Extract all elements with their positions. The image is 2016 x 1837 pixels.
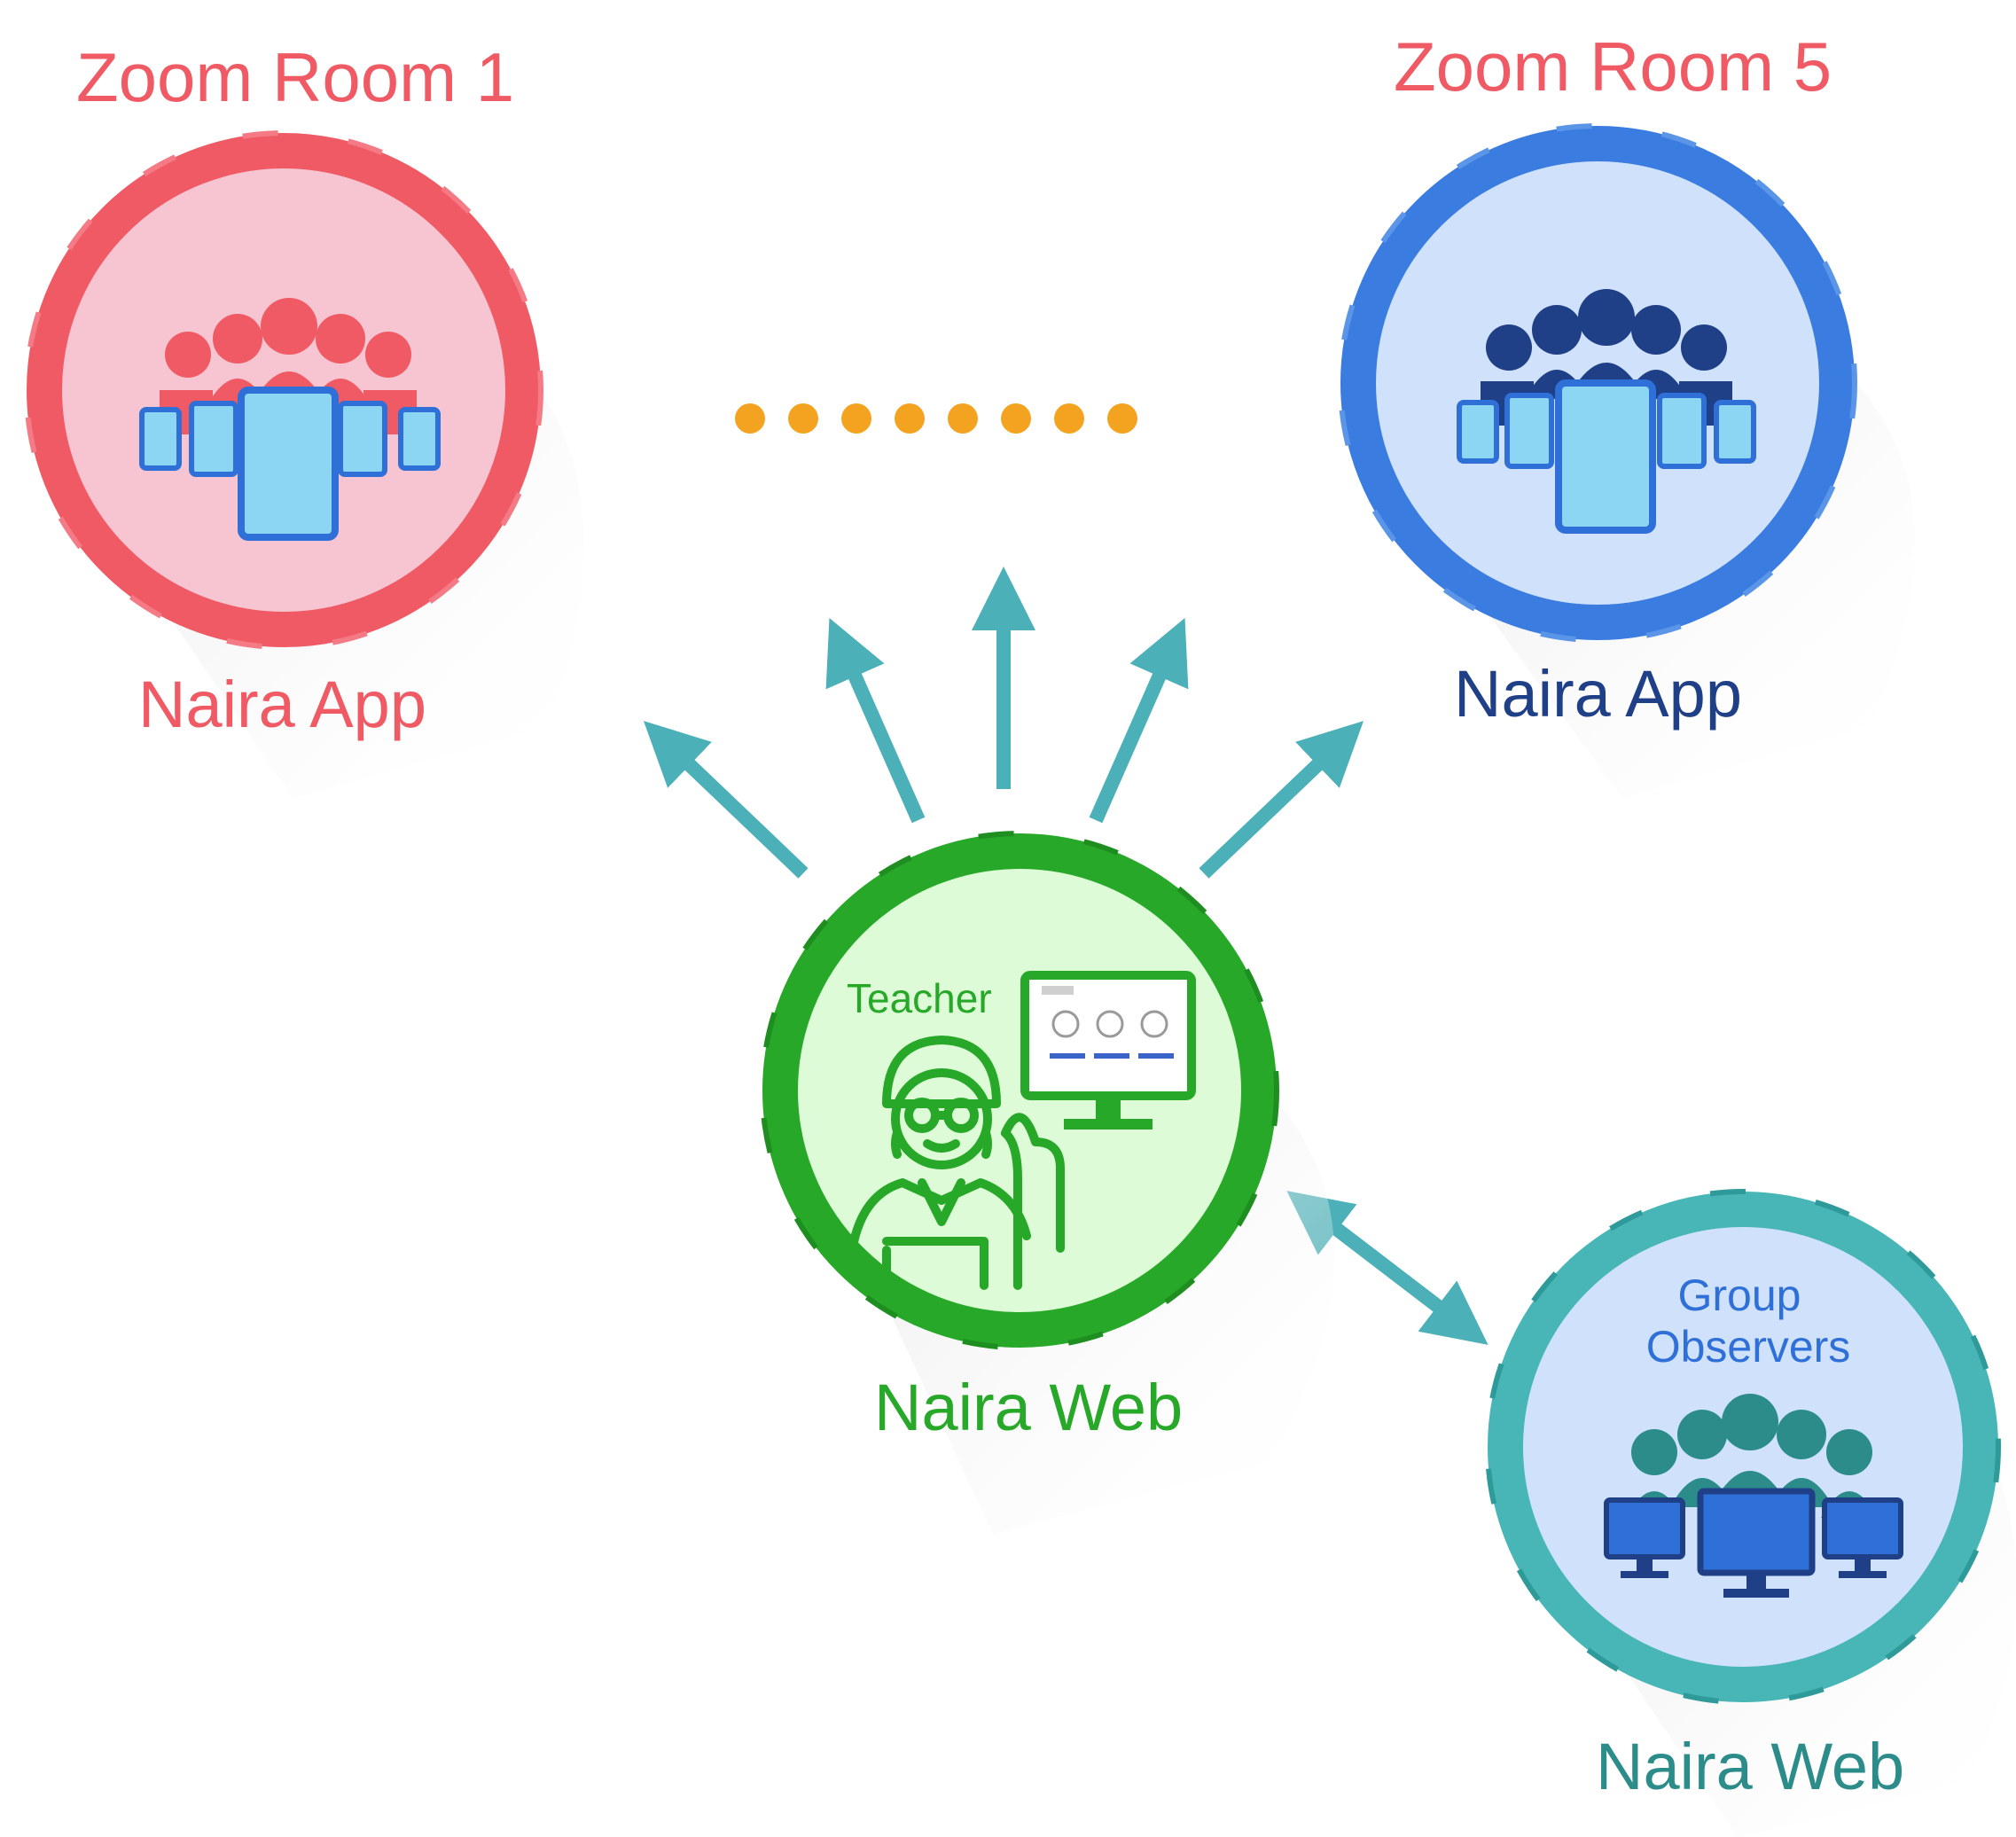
room1-caption: Naira App bbox=[138, 668, 426, 741]
observers-label-line2: Observers bbox=[1646, 1322, 1851, 1372]
room1-node bbox=[24, 130, 584, 798]
mobile-devices-icon bbox=[1457, 379, 1756, 534]
room5-caption: Naira App bbox=[1454, 657, 1742, 731]
observers-node: Group Observers bbox=[1485, 1189, 2016, 1837]
monitor-icon bbox=[1020, 971, 1196, 1130]
bidirectional-arrow bbox=[1286, 1191, 1489, 1345]
observers-caption: Naira Web bbox=[1596, 1730, 1905, 1803]
desktop-computers-icon bbox=[1604, 1488, 1903, 1598]
ellipsis-dots bbox=[735, 403, 1137, 434]
observers-label-line1: Group bbox=[1678, 1270, 1801, 1320]
room5-node bbox=[1338, 123, 1915, 798]
teacher-caption: Naira Web bbox=[874, 1371, 1184, 1444]
room1-title: Zoom Room 1 bbox=[76, 38, 515, 116]
room5-title: Zoom Room 5 bbox=[1394, 27, 1832, 106]
teacher-node: Teacher bbox=[760, 831, 1335, 1534]
broadcast-arrows bbox=[643, 567, 1364, 879]
teacher-label: Teacher bbox=[847, 975, 992, 1021]
mobile-devices-icon bbox=[139, 387, 441, 541]
teacher-icon bbox=[845, 1036, 1065, 1290]
